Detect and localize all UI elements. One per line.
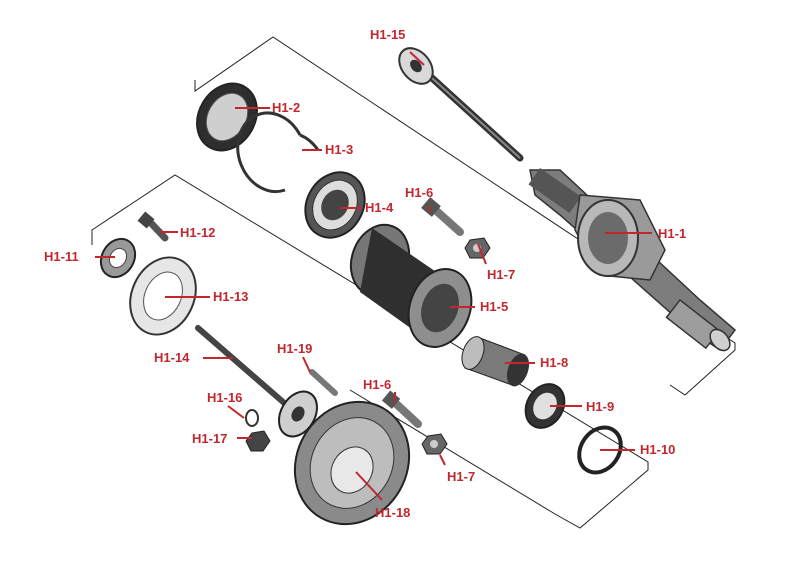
label-h1-11: H1-11 [44,249,79,264]
label-h1-15: H1-15 [370,27,406,42]
label-h1-2: H1-2 [272,100,301,115]
wheel-nut-lower-part [421,433,448,455]
spacer-sleeve-part [461,336,530,387]
label-h1-14: H1-14 [154,350,190,365]
bearing-part [304,171,366,239]
label-h1-10: H1-10 [640,442,676,457]
hub-part [349,223,473,348]
group-outline-upper [194,36,736,396]
label-h1-6-upper: H1-6 [405,185,434,200]
label-h1-19: H1-19 [277,341,313,356]
leader-lines [95,51,652,501]
label-h1-9: H1-9 [586,399,615,414]
label-h1-18: H1-18 [375,505,411,520]
label-h1-13: H1-13 [213,289,249,304]
label-h1-7-upper: H1-7 [487,267,516,282]
axle-shaft-short-part [195,325,318,438]
label-h1-16: H1-16 [207,390,243,405]
label-h1-7-lower: H1-7 [447,469,476,484]
axle-shaft-long-part [398,47,524,162]
label-h1-3: H1-3 [325,142,354,157]
label-h1-1: H1-1 [658,226,687,241]
wheel-nut-upper-part [464,237,491,259]
group-outline-lower [91,174,649,529]
inner-seal-part [577,425,623,475]
inner-bearing-part [524,383,566,429]
bolt-part [137,211,169,242]
oil-seal-part [196,82,258,152]
gasket-part [129,256,197,336]
label-h1-8: H1-8 [540,355,569,370]
nut-part [245,430,271,452]
label-h1-12: H1-12 [180,225,216,240]
label-h1-4: H1-4 [365,200,394,215]
label-h1-6-lower: H1-6 [363,377,392,392]
axle-housing-part [528,167,737,352]
washer-part [245,409,259,427]
label-h1-5: H1-5 [480,299,509,314]
wheel-stud-upper-part [421,197,464,236]
brake-drum-part [293,400,411,526]
lock-nut-part [99,237,137,279]
stud-part [309,369,338,396]
label-h1-17: H1-17 [192,431,228,446]
